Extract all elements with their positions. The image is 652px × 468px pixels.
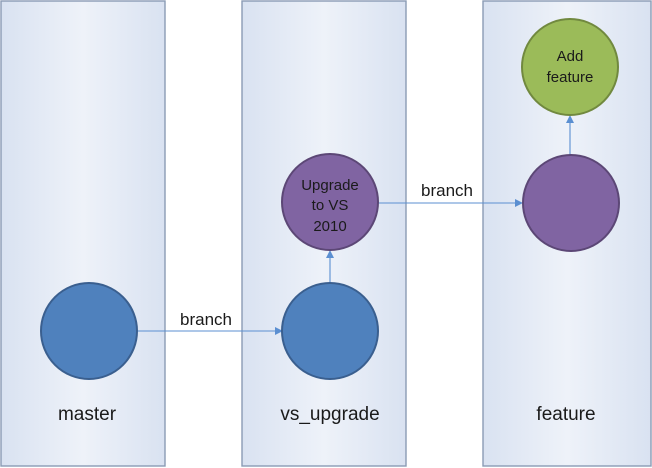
edge-feature-to-add-feature <box>566 115 574 155</box>
node-feature-commit <box>522 154 620 252</box>
node-master-commit-circle <box>40 282 138 380</box>
edge-master-to-vs-upgrade-arrowhead <box>275 327 283 335</box>
lane-master-label: master <box>58 404 117 425</box>
edge-upgrade-to-feature-label: branch <box>421 181 473 200</box>
lane-master: master <box>0 0 166 467</box>
node-master-commit <box>40 282 138 380</box>
node-upgrade-vs2010: Upgrade to VS 2010 <box>281 153 379 251</box>
node-vs-upgrade-commit <box>281 282 379 380</box>
edge-vs-upgrade-to-upgrade <box>326 250 334 283</box>
node-vs-upgrade-commit-circle <box>281 282 379 380</box>
lane-master-background <box>0 0 166 467</box>
lane-feature-label: feature <box>536 404 595 425</box>
lane-vs-upgrade-label: vs_upgrade <box>280 404 379 425</box>
node-add-feature-line-2: feature <box>547 69 594 86</box>
edge-vs-upgrade-to-upgrade-arrowhead <box>326 250 334 258</box>
node-add-feature: Add feature <box>521 18 619 116</box>
node-feature-commit-circle <box>522 154 620 252</box>
node-upgrade-vs2010-line-3: 2010 <box>313 218 346 235</box>
edge-feature-to-add-feature-arrowhead <box>566 115 574 123</box>
edge-upgrade-to-feature-arrowhead <box>515 199 523 207</box>
node-add-feature-circle <box>521 18 619 116</box>
edge-master-to-vs-upgrade-label: branch <box>180 310 232 329</box>
node-upgrade-vs2010-circle <box>281 153 379 251</box>
edge-upgrade-to-feature: branch <box>378 181 523 207</box>
node-upgrade-vs2010-line-1: Upgrade <box>301 177 359 194</box>
node-upgrade-vs2010-line-2: to VS <box>312 197 349 214</box>
node-add-feature-line-1: Add <box>557 48 584 65</box>
edge-master-to-vs-upgrade: branch <box>137 310 283 335</box>
